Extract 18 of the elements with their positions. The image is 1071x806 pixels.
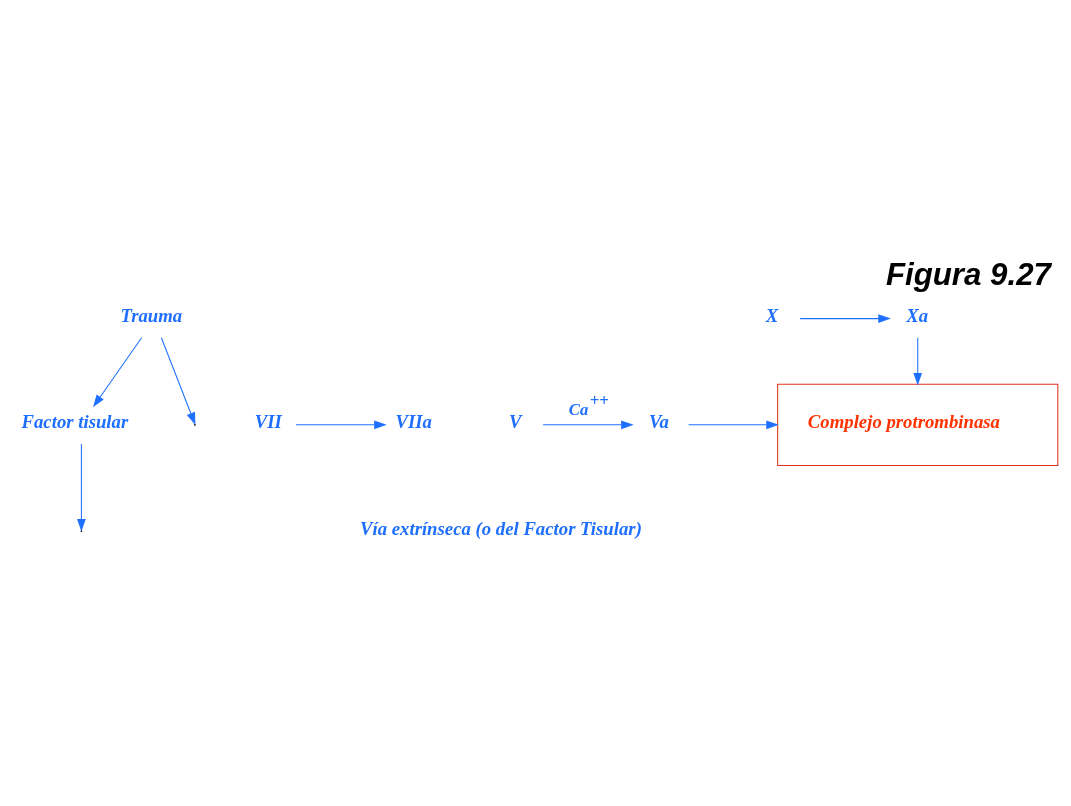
arrow (913, 336, 923, 385)
arrow (688, 419, 779, 429)
node-text: V (508, 410, 522, 432)
arrow (160, 336, 196, 425)
node-text: Va (649, 410, 669, 432)
node-text: VII (254, 410, 282, 432)
arrow (799, 313, 891, 323)
node-text: Factor tisular (21, 410, 129, 432)
diagram-title: Figura 9.27 (885, 256, 1051, 292)
arrow (542, 419, 634, 429)
node-text: Trauma (120, 304, 183, 326)
node-text: Xa (906, 304, 929, 326)
node-box: Complejo protrombinasa (777, 383, 1059, 466)
node-text: X (765, 304, 779, 326)
arrow (93, 336, 143, 407)
caption: Vía extrínseca (o del Factor Tisular) (360, 517, 642, 539)
node-text: VIIa (395, 410, 432, 432)
arrow (295, 419, 387, 429)
